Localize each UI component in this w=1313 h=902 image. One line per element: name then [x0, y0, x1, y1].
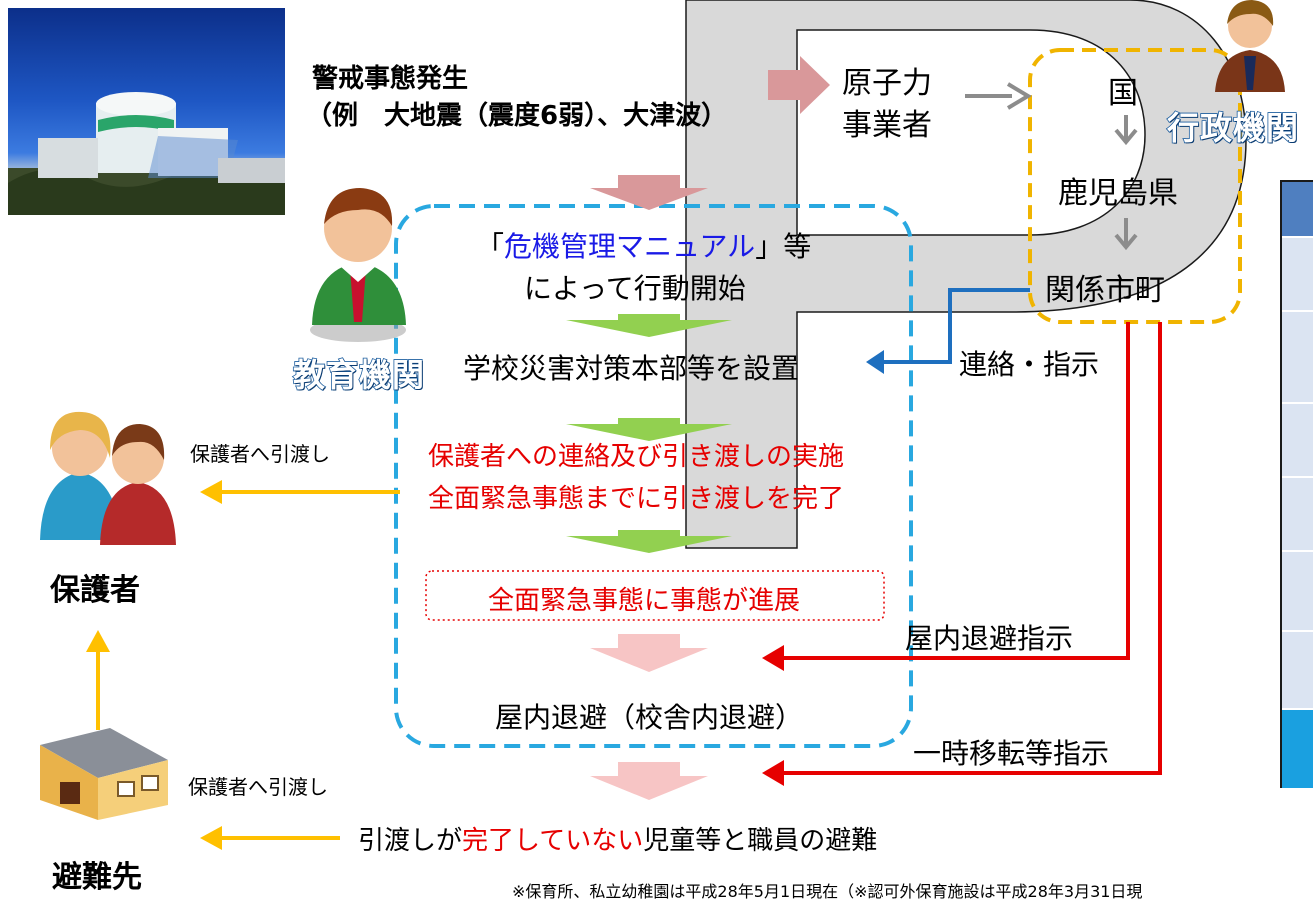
handover-label-top: 保護者へ引渡し: [190, 442, 330, 466]
table-row: [1282, 632, 1313, 710]
education-dashed-box: [394, 204, 913, 748]
table-row-highlight: [1282, 710, 1313, 790]
operator-label-line1: 原子力: [842, 66, 932, 101]
table-row: [1282, 552, 1313, 632]
event-down-arrow: [590, 175, 708, 210]
house-icon: [40, 728, 168, 820]
evacuation-site-label: 避難先: [52, 860, 142, 895]
green-arrow-1: [566, 314, 732, 337]
event-to-operator-arrow: [768, 56, 830, 114]
manual-name: 危機管理マニュアル: [504, 230, 756, 263]
admin-title: 行政機関: [1166, 108, 1300, 148]
operator-label-line2: 事業者: [842, 108, 932, 143]
shelter-label: 屋内退避（校舎内退避）: [495, 701, 804, 734]
emergency-label: 全面緊急事態に事態が進展: [488, 586, 801, 616]
table-row: [1282, 478, 1313, 552]
guardians-label: 保護者: [50, 573, 140, 608]
country-to-prefecture-arrow: [1114, 115, 1138, 146]
evacuation-highlight: 完了していない: [462, 826, 644, 856]
power-plant-photo: [8, 8, 285, 215]
contact-line2: 全面緊急事態までに引き渡しを完了: [428, 484, 845, 514]
education-title: 教育機関: [292, 355, 426, 395]
event-example: （例 大地震（震度6弱）、大津波）: [306, 101, 728, 131]
evacuation-line: 引渡しが完了していない児童等と職員の避難: [358, 826, 878, 856]
emergency-dotted-box: [425, 570, 885, 621]
event-title: 警戒事態発生: [312, 64, 469, 94]
contact-arrow: [880, 288, 1030, 364]
manual-line2: によって行動開始: [524, 272, 746, 305]
right-table-fragment: [1280, 180, 1313, 790]
table-row: [1282, 238, 1313, 312]
hq-label: 学校災害対策本部等を設置: [463, 352, 800, 385]
indoor-instruction-arrow: [780, 322, 1130, 660]
table-row: [1282, 312, 1313, 404]
country-label: 国: [1108, 76, 1138, 111]
green-arrow-3: [566, 530, 732, 553]
education-person-icon: [310, 188, 406, 342]
prefecture-label: 鹿児島県: [1058, 176, 1178, 211]
pink-arrow-1: [590, 634, 708, 672]
contact-instruction-label: 連絡・指示: [959, 348, 1100, 381]
guardians-person-icon: [40, 411, 176, 545]
prefecture-to-municipality-arrow: [1114, 218, 1138, 251]
relocation-instruction-arrow: [780, 322, 1162, 775]
green-arrow-2: [566, 418, 732, 441]
pink-arrow-2: [590, 762, 708, 800]
contact-line1: 保護者への連絡及び引き渡しの実施: [428, 442, 845, 472]
indoor-instruction-label: 屋内退避指示: [905, 622, 1074, 655]
admin-person-icon: [1215, 0, 1285, 92]
footnote: ※保育所、私立幼稚園は平成28年5月1日現在（※認可外保育施設は平成28年3月3…: [512, 882, 1143, 901]
admin-dashed-box: [1028, 48, 1242, 324]
municipality-label: 関係市町: [1045, 273, 1165, 308]
handover-label-bottom: 保護者へ引渡し: [188, 775, 328, 799]
table-header-cell: [1282, 182, 1313, 238]
relocation-instruction-label: 一時移転等指示: [913, 737, 1110, 770]
manual-line1: 「危機管理マニュアル」等: [476, 230, 812, 263]
table-row: [1282, 404, 1313, 478]
